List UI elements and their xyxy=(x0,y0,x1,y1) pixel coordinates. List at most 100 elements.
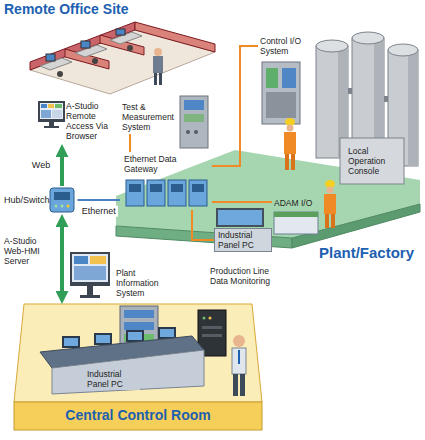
hmi-server-monitor xyxy=(70,252,110,298)
hub-device xyxy=(50,188,74,212)
storage-tanks xyxy=(408,50,418,166)
test-cabinet xyxy=(184,100,204,110)
remote-office-drawing xyxy=(81,41,90,48)
browser-monitor xyxy=(52,110,62,118)
remote-office-drawing xyxy=(154,48,162,56)
operator-figure xyxy=(233,335,245,347)
hmi-server: A-Studio Web-HMI Server xyxy=(2,234,50,268)
operator-figure xyxy=(233,374,238,396)
browser-monitor xyxy=(48,104,54,108)
server-cabinet xyxy=(203,317,206,320)
test-cabinet xyxy=(180,96,208,148)
hmi-server-monitor xyxy=(90,256,106,264)
hmi-server-monitor xyxy=(74,266,106,280)
test-cabinet xyxy=(180,96,208,148)
node-label: Industrial Panel PC xyxy=(218,230,268,250)
hub-device xyxy=(55,205,58,208)
storage-tanks xyxy=(388,44,418,56)
adam-module xyxy=(274,212,318,234)
browser-monitor xyxy=(40,103,63,119)
edge-label: Web xyxy=(30,160,52,171)
remote-office-drawing xyxy=(92,58,98,64)
browser-monitor xyxy=(55,104,62,108)
node-label: A-Studio Remote Access Via Browser xyxy=(66,101,118,141)
gateway-modules xyxy=(192,184,204,192)
control-io-cabinet xyxy=(262,62,300,124)
label-holder: Production Line Data Monitoring xyxy=(208,266,284,286)
test-cabinet xyxy=(194,130,198,134)
storage-tanks xyxy=(352,32,384,44)
worker-figure xyxy=(291,154,295,170)
storage-tanks xyxy=(316,40,348,52)
edge-label: Ethernet xyxy=(80,206,118,217)
data-gateway: Ethernet Data Gateway xyxy=(120,152,212,210)
server-cabinet xyxy=(202,326,222,329)
control-io-cabinet xyxy=(266,92,296,118)
worker-figure xyxy=(331,214,335,228)
browser-monitor xyxy=(49,122,54,126)
remote-office-drawing xyxy=(40,58,72,70)
panel-pc-screen xyxy=(216,208,264,227)
node-label: Hub/Switch xyxy=(4,195,50,206)
storage-tanks xyxy=(348,88,352,94)
node-label: ADAM I/O xyxy=(274,198,318,208)
control-io-cabinet xyxy=(266,68,278,88)
control-desk xyxy=(40,327,204,394)
worker-figure xyxy=(284,132,296,154)
remote-office-drawing xyxy=(135,22,215,52)
caption-label: Production Line Data Monitoring xyxy=(208,266,284,286)
info-system-rack xyxy=(124,322,154,330)
storage-tanks xyxy=(384,96,388,102)
node-label: Local Operation Console xyxy=(348,146,402,176)
plant-region: Plant/Factory Test & Measurement System Co… xyxy=(116,24,420,264)
console-panel xyxy=(340,138,404,184)
gateway-modules xyxy=(126,180,207,206)
connector xyxy=(129,134,131,152)
hub-device xyxy=(54,192,70,200)
region-title: Plant/Factory xyxy=(319,244,414,262)
region-title: Central Control Room xyxy=(65,407,210,424)
adam-module xyxy=(274,212,318,217)
browser-monitor xyxy=(44,126,59,128)
browser-monitor xyxy=(38,101,65,128)
control-room-floor xyxy=(14,304,262,402)
browser-monitor xyxy=(41,104,47,108)
plant-info-system: Plant Information System xyxy=(114,266,174,300)
operator-figure xyxy=(232,348,246,374)
region-title: Remote Office Site xyxy=(4,1,128,18)
gateway-modules xyxy=(129,184,141,192)
control-desk xyxy=(158,327,176,339)
browser-monitor xyxy=(41,110,51,118)
operator-figure xyxy=(238,350,240,364)
connector xyxy=(212,201,272,203)
hub-device xyxy=(61,205,64,208)
remote-office-drawing xyxy=(127,45,133,51)
edge-label-holder: Web xyxy=(30,160,52,171)
panel-pc: Industrial Panel PC xyxy=(214,228,272,252)
control-io-system: Control I/O System xyxy=(258,34,320,58)
gateway-modules xyxy=(168,180,186,206)
operator-figure xyxy=(232,335,246,396)
connector xyxy=(192,210,214,240)
connector xyxy=(78,199,120,201)
remote-office-drawing xyxy=(159,73,162,85)
gateway-modules xyxy=(171,184,183,192)
server-cabinet xyxy=(209,317,212,320)
control-io-cabinet xyxy=(262,62,300,124)
test-system: Test & Measurement System xyxy=(120,100,182,134)
remote-office-drawing xyxy=(75,45,107,57)
node-label: Plant Information System xyxy=(116,268,172,298)
worker-figure xyxy=(327,187,334,194)
server-cabinet xyxy=(202,334,222,337)
node-label: Ethernet Data Gateway xyxy=(124,154,208,174)
gateway-modules xyxy=(147,180,165,206)
hmi-server-monitor xyxy=(72,254,108,282)
remote-office-drawing xyxy=(110,32,142,44)
connector xyxy=(212,46,258,166)
control-room-floor xyxy=(14,402,262,430)
node-label: Control I/O System xyxy=(260,36,318,56)
gateway-modules xyxy=(189,180,207,206)
